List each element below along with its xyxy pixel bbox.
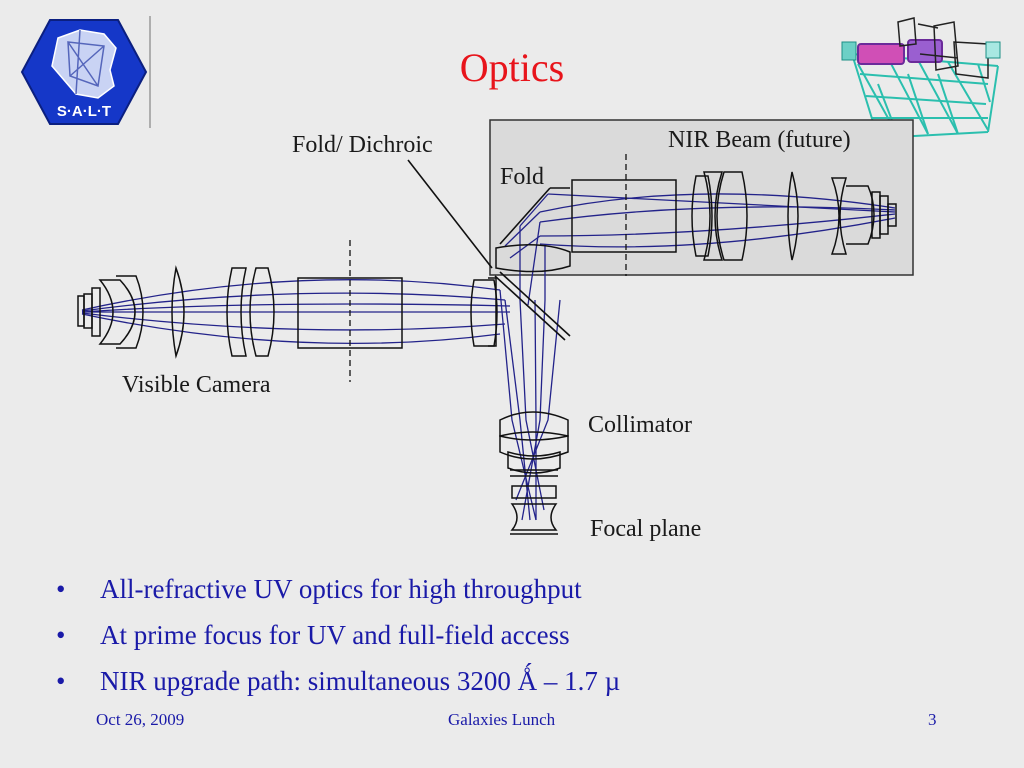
bullet-glyph: • <box>56 666 66 696</box>
label-collimator: Collimator <box>588 412 692 438</box>
footer-date: Oct 26, 2009 <box>96 710 185 729</box>
visible-camera-lenses <box>77 265 498 359</box>
telescope-structure-icon <box>841 17 1001 139</box>
collimator-lenses <box>499 411 569 535</box>
nir-lenses <box>495 171 897 273</box>
fold-dichroic-mirror <box>407 159 571 341</box>
label-nir-beam: NIR Beam (future) <box>668 127 851 153</box>
bullet-text: At prime focus for UV and full-field acc… <box>100 620 570 650</box>
bullet-glyph: • <box>56 620 66 650</box>
bullet-glyph: • <box>56 574 66 604</box>
bullet-text: NIR upgrade path: simultaneous 3200 Ǻ – … <box>100 666 621 696</box>
page-title: Optics <box>459 45 565 90</box>
label-fold-dichroic: Fold/ Dichroic <box>292 132 433 158</box>
logo-text: S·A·L·T <box>57 103 111 120</box>
label-fold: Fold <box>500 164 544 190</box>
label-focal-plane: Focal plane <box>590 516 701 542</box>
label-visible-camera: Visible Camera <box>122 372 271 398</box>
salt-logo-icon: S·A·L·T <box>20 16 151 128</box>
bullet-text: All-refractive UV optics for high throug… <box>100 574 582 604</box>
bullet-item: • At prime focus for UV and full-field ac… <box>56 612 956 658</box>
optics-diagram: Fold/ Dichroic NIR Beam (future) Fold Vi… <box>77 119 914 542</box>
footer-page-number: 3 <box>928 710 937 729</box>
footer-title: Galaxies Lunch <box>448 710 556 729</box>
visible-rays <box>81 279 511 345</box>
bullet-item: • All-refractive UV optics for high throu… <box>56 566 956 612</box>
upper-fold-mirror <box>499 187 570 245</box>
bullet-list: • All-refractive UV optics for high throu… <box>56 566 956 704</box>
bullet-item: • NIR upgrade path: simultaneous 3200 Ǻ –… <box>56 658 956 704</box>
